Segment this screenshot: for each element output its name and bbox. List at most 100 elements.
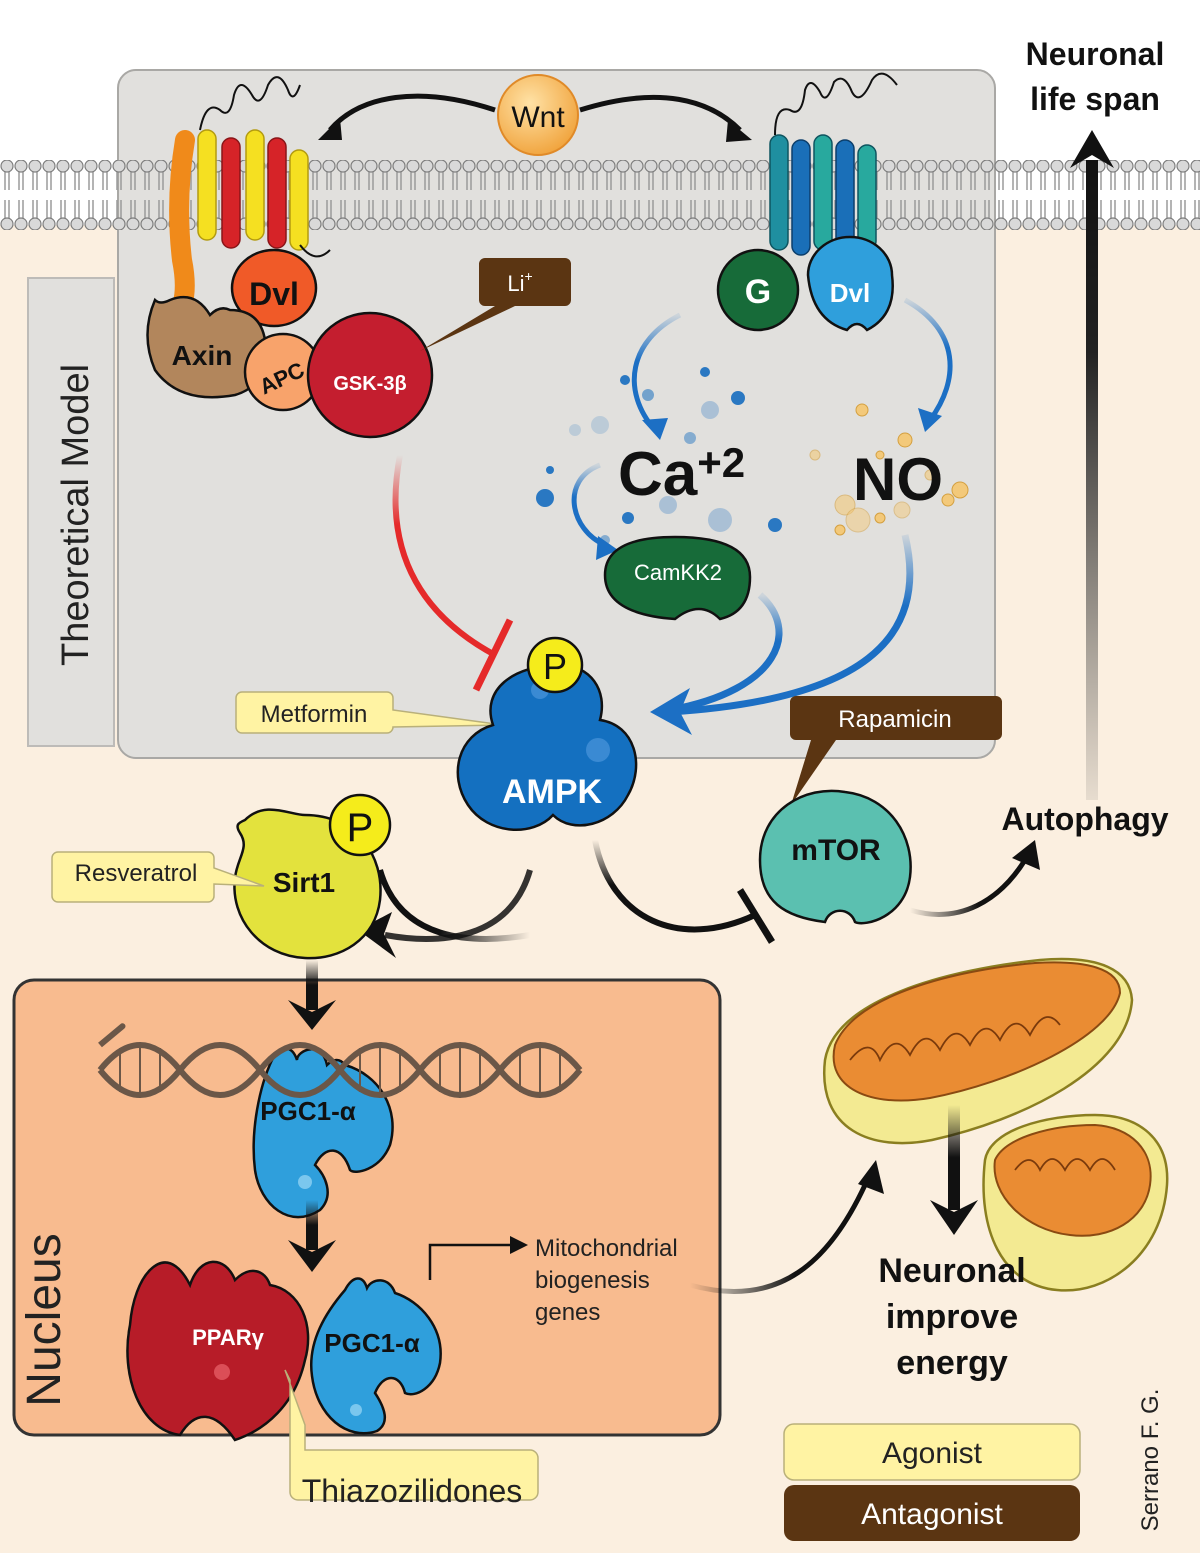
mtor-to-autophagy-arrow	[909, 858, 1028, 917]
calcium-to-camkk2-arrowhead	[596, 536, 618, 560]
energy-line2: improve	[886, 1298, 1018, 1336]
pparg-protein: PPARγ	[126, 1260, 310, 1442]
g-to-calcium-arrowhead	[642, 418, 668, 440]
lifespan-arrowhead	[1070, 130, 1114, 168]
ampk-label: AMPK	[502, 773, 603, 811]
wnt-to-right-arrow	[579, 94, 742, 132]
theoretical-model-tab	[27, 277, 115, 747]
sirt1-to-pgc1a-arrow	[306, 960, 318, 1010]
genes-to-mitochondria-arrowhead	[858, 1160, 884, 1194]
mitochondrion-small	[982, 1113, 1169, 1292]
thiazozilidones-callout[interactable]: Thiazozilidones	[284, 1369, 539, 1509]
sirt1-to-pgc1a-arrowhead	[288, 1000, 336, 1030]
mtor-label: mTOR	[791, 834, 881, 867]
ampk-to-sirt1-arrowhead	[358, 912, 396, 958]
autophagy-label: Autophagy	[1001, 801, 1168, 837]
wnt-ligand[interactable]: Wnt	[497, 74, 579, 156]
dna-helix	[97, 1023, 583, 1098]
frizzled-receptor-right	[769, 72, 898, 256]
g-protein-label: G	[745, 273, 771, 311]
legend-agonist-label: Agonist	[882, 1437, 983, 1470]
dvl-to-no-arrow	[903, 297, 953, 422]
author-credit: Serrano F. G.	[1137, 1389, 1164, 1532]
mitochondrion-large	[822, 957, 1134, 1145]
theoretical-model-label: Theoretical Model	[55, 364, 97, 666]
legend-antagonist-swatch	[784, 1485, 1080, 1541]
gsk3b-protein: GSK-3β	[306, 311, 434, 439]
nucleus-label: Nucleus	[18, 1233, 71, 1406]
no-to-ampk-arrow	[669, 534, 914, 716]
nitric-oxide-label: NO	[853, 446, 943, 513]
calcium-label: Ca+2	[618, 439, 745, 509]
metformin-label: Metformin	[261, 701, 368, 728]
mtor-to-autophagy-arrowhead	[1012, 840, 1040, 870]
calcium-ions	[536, 367, 782, 545]
resveratrol-callout[interactable]: Resveratrol	[51, 851, 265, 903]
pparg-label: PPARγ	[192, 1325, 264, 1350]
lifespan-label-line2: life span	[1030, 81, 1160, 117]
gene-activation-arrow	[428, 1243, 515, 1280]
nitric-oxide-molecules	[809, 403, 969, 536]
pgc1a-to-ppar-arrow	[306, 1200, 318, 1250]
ampk-to-sirt1-arrow	[377, 869, 531, 942]
ampk-protein: AMPK	[456, 663, 638, 831]
gsk-inhibition-bar	[472, 618, 514, 692]
legend: Agonist Antagonist	[783, 1423, 1081, 1541]
lifespan-label-line1: Neuronal	[1026, 36, 1165, 72]
lithium-callout[interactable]: Li+	[420, 258, 571, 351]
rapamicin-label: Rapamicin	[838, 706, 951, 733]
gene-activation-arrowhead	[510, 1236, 528, 1254]
mito-genes-line3: genes	[535, 1299, 600, 1326]
gsk-inhibition-line	[392, 454, 497, 658]
g-protein: G	[716, 248, 800, 332]
axin-label: Axin	[172, 340, 233, 371]
pgc1a-top-label: PGC1-α	[260, 1096, 355, 1126]
ampk-phosphate-label: P	[543, 646, 567, 687]
dvl-right-label: Dvl	[830, 278, 870, 308]
energy-line3: energy	[896, 1344, 1008, 1382]
apc-protein: APC	[243, 332, 323, 412]
ampk-mtor-inhibition-bar	[737, 888, 775, 944]
sirt1-phosphate-label: P	[347, 806, 374, 850]
ampk-phosphate: P	[526, 636, 584, 694]
calcium-to-camkk2-arrow	[571, 462, 607, 548]
energy-line1: Neuronal	[878, 1252, 1025, 1290]
autophagy-to-lifespan-arrow	[1086, 160, 1098, 800]
wnt-label: Wnt	[511, 101, 565, 134]
wnt-left-arrowhead	[318, 118, 342, 140]
dna-rungs	[119, 1042, 561, 1098]
dvl-left-protein: Dvl	[230, 248, 318, 328]
camkk2-protein: CamKK2	[603, 535, 752, 621]
dvl-left-label: Dvl	[249, 276, 299, 312]
dvl-to-no-arrowhead	[918, 408, 942, 432]
sirt1-label: Sirt1	[273, 867, 335, 898]
wnt-right-arrowhead	[726, 120, 752, 142]
legend-antagonist-label: Antagonist	[861, 1498, 1003, 1531]
legend-agonist-swatch	[783, 1423, 1081, 1481]
gsk3b-label: GSK-3β	[333, 373, 406, 395]
pgc1a-protein-bottom: PGC1-α	[309, 1277, 442, 1435]
wnt-to-left-arrow	[328, 93, 496, 132]
axin-protein: Axin	[146, 295, 267, 399]
camkk2-label: CamKK2	[634, 560, 722, 585]
rapamicin-callout[interactable]: Rapamicin	[790, 696, 1002, 805]
metformin-callout[interactable]: Metformin	[235, 691, 504, 734]
mitochondria-to-energy-arrow	[948, 1105, 960, 1210]
pgc1a-to-ppar-arrowhead	[288, 1240, 336, 1272]
mito-genes-line1: Mitochondrial	[535, 1235, 678, 1262]
frizzled-receptor-left	[165, 76, 331, 330]
mitochondria-to-energy-arrowhead	[930, 1200, 978, 1235]
genes-to-mitochondria-arrow	[689, 1183, 868, 1294]
ampk-mtor-inhibition-line	[592, 839, 757, 933]
pgc1a-bottom-label: PGC1-α	[324, 1328, 419, 1358]
resveratrol-label: Resveratrol	[75, 860, 198, 887]
mtor-protein: mTOR	[758, 789, 912, 925]
lithium-label: Li+	[507, 268, 532, 296]
camkk2-to-ampk-arrow	[669, 592, 783, 714]
thiazozilidones-label: Thiazozilidones	[302, 1473, 523, 1509]
ampk-activation-arrowhead	[650, 688, 692, 735]
ampk-to-sirt1-line	[384, 869, 533, 942]
g-to-calcium-arrow	[631, 312, 682, 432]
mito-genes-line2: biogenesis	[535, 1267, 650, 1294]
